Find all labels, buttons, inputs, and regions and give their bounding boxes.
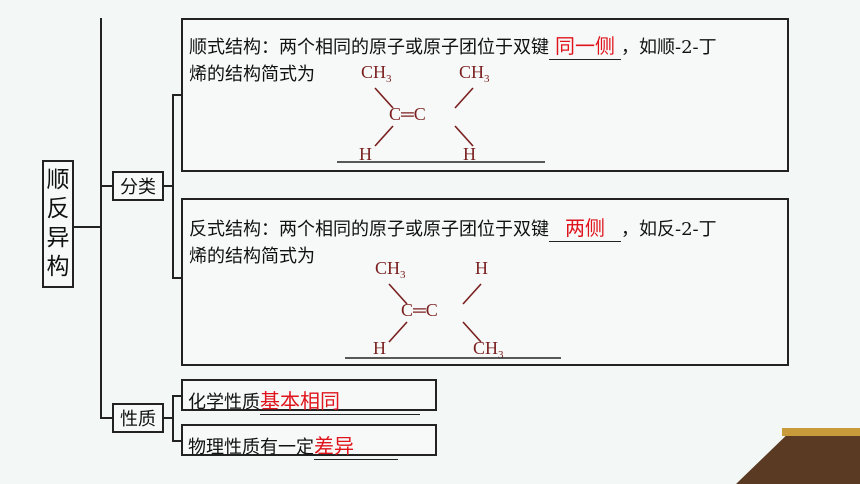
cis-connector bbox=[172, 94, 182, 96]
prop1-connector bbox=[172, 395, 182, 397]
cis-line2: 烯的结构简式为 bbox=[189, 64, 315, 85]
root-char-1: 顺 bbox=[46, 167, 70, 193]
trans-bottom-left: H bbox=[373, 338, 386, 358]
physical-property-answer: 差异 bbox=[314, 434, 354, 458]
cis-answer: 同一侧 bbox=[555, 34, 615, 58]
root-char-4: 构 bbox=[46, 254, 70, 280]
trans-top-right: H bbox=[475, 258, 488, 278]
trans-line1: 反式结构：两个相同的原子或原子团位于双键两侧，如反-2-丁 bbox=[189, 212, 717, 242]
trans-formula: CH3 H C═C H CH3 bbox=[345, 258, 561, 361]
class-bracket bbox=[172, 94, 174, 278]
cis-line1: 顺式结构：两个相同的原子或原子团位于双键同一侧，如顺-2-丁 bbox=[189, 30, 717, 60]
root-connector bbox=[74, 226, 100, 228]
chemical-property-text: 化学性质基本相同 bbox=[188, 385, 420, 415]
cis-top-left: CH3 bbox=[361, 62, 392, 85]
branch1-connector bbox=[100, 185, 112, 187]
property-label: 性质 bbox=[112, 403, 164, 433]
trans-answer: 两侧 bbox=[565, 216, 605, 240]
prop2-connector bbox=[172, 440, 182, 442]
root-char-2: 反 bbox=[46, 196, 70, 222]
trans-connector bbox=[172, 277, 182, 279]
trans-structure-box: 反式结构：两个相同的原子或原子团位于双键两侧，如反-2-丁 烯的结构简式为 CH… bbox=[181, 198, 789, 366]
cis-double-bond: C═C bbox=[389, 104, 426, 124]
prop-stem bbox=[162, 417, 172, 419]
trans-line2: 烯的结构简式为 bbox=[189, 246, 315, 267]
trunk-line-lower bbox=[100, 122, 102, 418]
root-label: 顺 反 异 构 bbox=[42, 160, 74, 288]
cis-bottom-right: H bbox=[463, 144, 476, 164]
cis-formula: CH3 CH3 C═C H H bbox=[337, 62, 545, 164]
chemical-property-box: 化学性质基本相同 bbox=[181, 379, 437, 415]
physical-property-text: 物理性质有一定差异 bbox=[188, 430, 398, 460]
classification-label: 分类 bbox=[112, 171, 164, 201]
trans-double-bond: C═C bbox=[401, 300, 438, 320]
branch2-connector bbox=[100, 417, 112, 419]
trans-bottom-right: CH3 bbox=[473, 338, 504, 361]
trans-top-left: CH3 bbox=[375, 258, 406, 281]
chemical-property-answer: 基本相同 bbox=[260, 389, 340, 413]
cis-top-right: CH3 bbox=[459, 62, 490, 85]
cis-structure-box: 顺式结构：两个相同的原子或原子团位于双键同一侧，如顺-2-丁 烯的结构简式为 C… bbox=[181, 18, 789, 172]
corner-decoration-gold bbox=[782, 428, 860, 436]
corner-decoration-dark bbox=[736, 436, 860, 484]
cis-bottom-left: H bbox=[359, 144, 372, 164]
prop-bracket bbox=[172, 395, 174, 441]
root-char-3: 异 bbox=[46, 225, 70, 251]
class-stem bbox=[162, 185, 172, 187]
physical-property-box: 物理性质有一定差异 bbox=[181, 424, 437, 460]
trunk-line bbox=[100, 18, 102, 122]
